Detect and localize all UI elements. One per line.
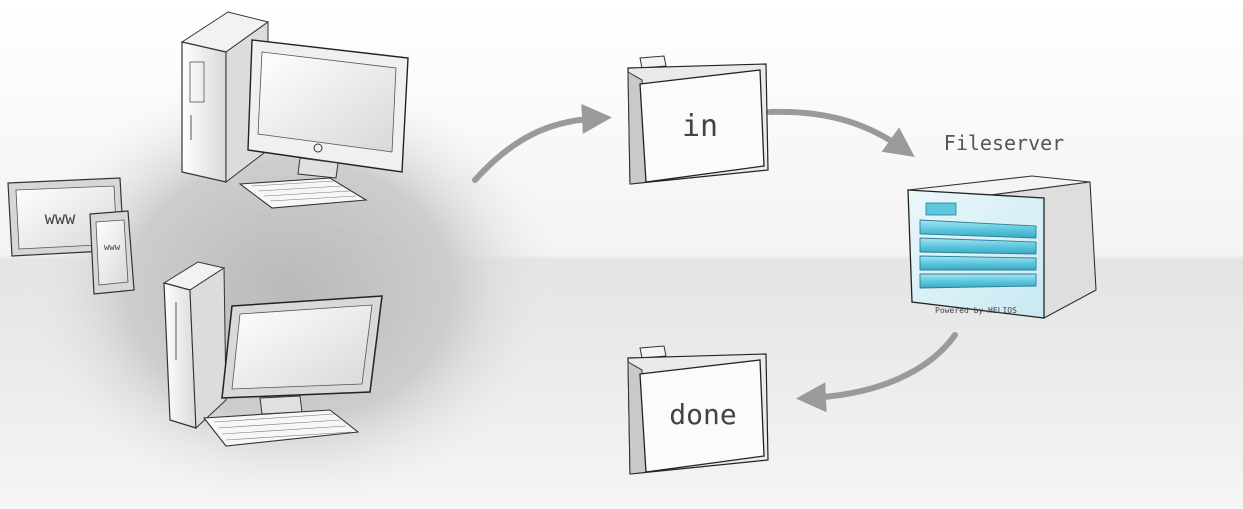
tablet-large-label: www: [45, 209, 76, 229]
done-folder-icon: done: [628, 346, 768, 474]
fileserver-badge: Powered by HELIOS: [935, 306, 1017, 315]
tablet-small-label: www: [104, 243, 121, 253]
in-folder-label: in: [682, 109, 718, 144]
fileserver-icon: Powered by HELIOS: [908, 176, 1096, 318]
in-folder-icon: in: [628, 56, 768, 184]
done-folder-label: done: [669, 398, 736, 431]
tablet-small: www: [90, 211, 134, 294]
fileserver-title: Fileserver: [944, 131, 1064, 155]
